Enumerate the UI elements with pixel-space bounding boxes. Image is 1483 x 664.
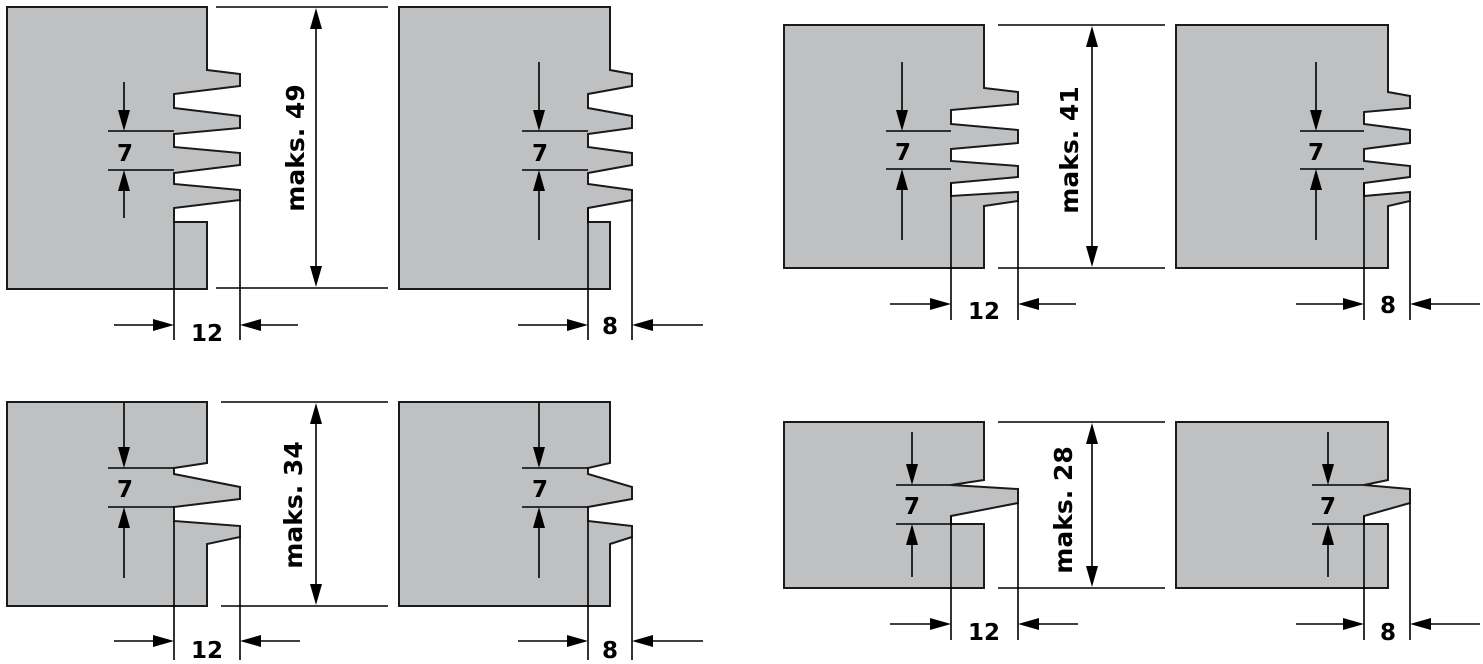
width-label-4-left: 12 (968, 620, 1000, 646)
width-label-2-right: 8 (1380, 293, 1396, 319)
pitch-label-3: 7 (117, 477, 133, 503)
pitch-label-2b: 7 (1308, 140, 1324, 166)
width-label-2-left: 12 (968, 299, 1000, 325)
width-label-3-right: 8 (602, 638, 618, 664)
height-label-3: maks. 34 (279, 441, 308, 568)
height-label-1: maks. 49 (281, 84, 310, 211)
diagram-4-tongues: 7 7 maks. 49 12 8 (6, 6, 703, 347)
width-label-4-right: 8 (1380, 620, 1396, 646)
right-profile-3-tongues (1175, 24, 1411, 269)
diagram-3-tongues: 7 7 maks. 41 12 8 (783, 24, 1480, 325)
width-label-3-left: 12 (191, 638, 223, 664)
right-profile-4-tongues (398, 6, 633, 290)
pitch-label-3b: 7 (532, 477, 548, 503)
right-profile-1-tongue (1175, 421, 1411, 589)
pitch-label-4b: 7 (1320, 494, 1336, 520)
diagram-2-tongues: 7 7 maks. 34 12 8 (6, 401, 703, 664)
right-profile-2-tongues (398, 401, 633, 607)
height-label-4: maks. 28 (1049, 446, 1078, 573)
diagram-1-tongue: 7 7 maks. 28 12 8 (783, 421, 1480, 646)
left-profile-1-tongue (783, 421, 1019, 589)
left-profile-4-tongues (6, 6, 241, 290)
width-label-1-right: 8 (602, 314, 618, 340)
pitch-label-4: 7 (904, 494, 920, 520)
pitch-label-1: 7 (117, 141, 133, 167)
left-profile-3-tongues (783, 24, 1019, 269)
pitch-label-2: 7 (895, 140, 911, 166)
width-label-1-left: 12 (191, 321, 223, 347)
height-label-2: maks. 41 (1055, 86, 1084, 213)
pitch-label-1b: 7 (532, 141, 548, 167)
